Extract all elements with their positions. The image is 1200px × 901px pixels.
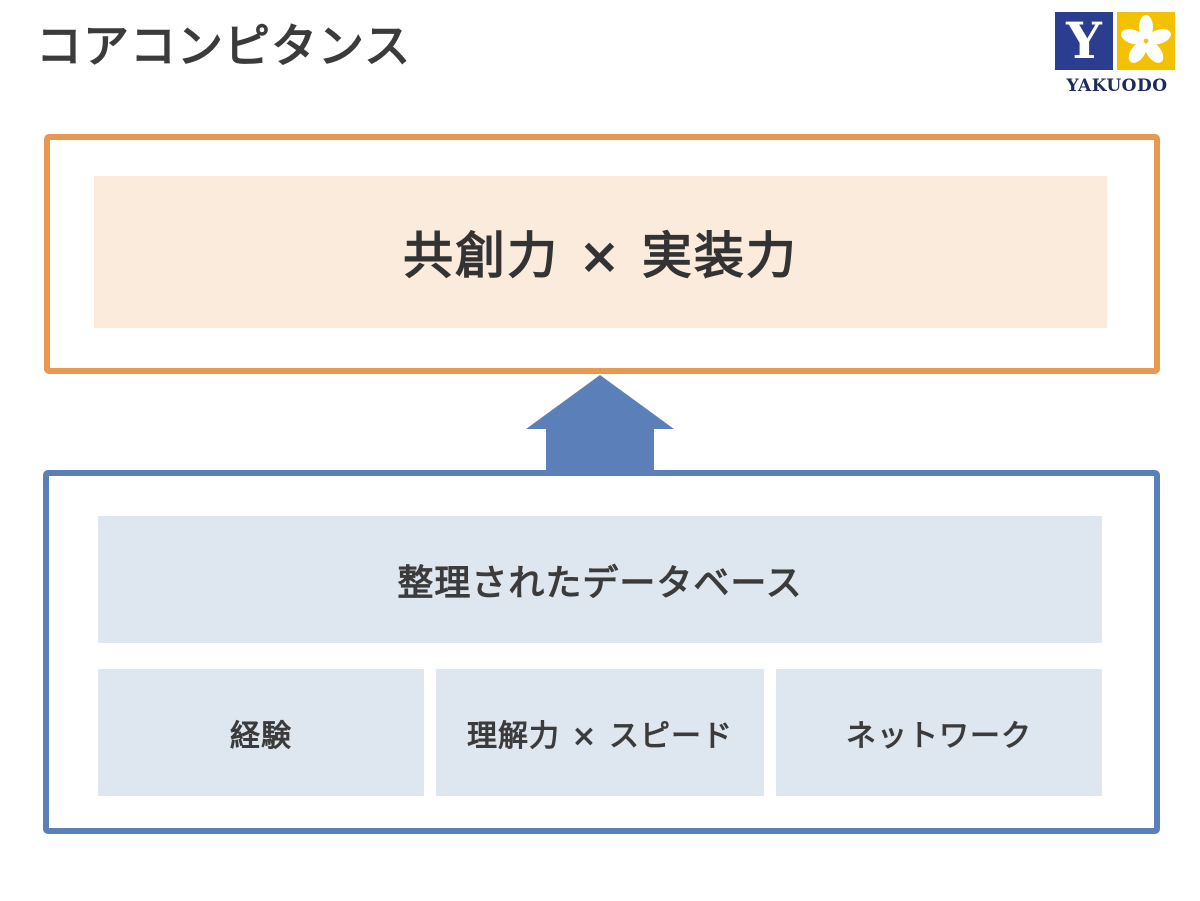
slide-title: コアコンピタンス (36, 19, 412, 73)
logo-text: YAKUODO (1066, 76, 1168, 96)
star-icon (1121, 15, 1171, 63)
foundation-item-network: ネットワーク (776, 669, 1102, 796)
up-arrow-icon (526, 375, 674, 476)
foundation-item-label: 理解力 × スピード (466, 718, 734, 754)
yakuodo-logo: Y YAKUODO (1055, 12, 1179, 102)
foundation-item-understanding-speed: 理解力 × スピード (436, 669, 764, 796)
foundation-item-label: 経験 (230, 718, 292, 754)
foundation-item-experience: 経験 (98, 669, 424, 796)
top-competence-label: 共創力 × 実装力 (403, 227, 798, 285)
foundation-item-label: ネットワーク (846, 718, 1032, 754)
database-label: 整理されたデータベース (397, 562, 803, 604)
top-competence-box: 共創力 × 実装力 (94, 176, 1107, 328)
logo-y-mark: Y (1055, 12, 1113, 70)
logo-star-icon (1117, 12, 1175, 70)
database-box: 整理されたデータベース (98, 516, 1102, 643)
